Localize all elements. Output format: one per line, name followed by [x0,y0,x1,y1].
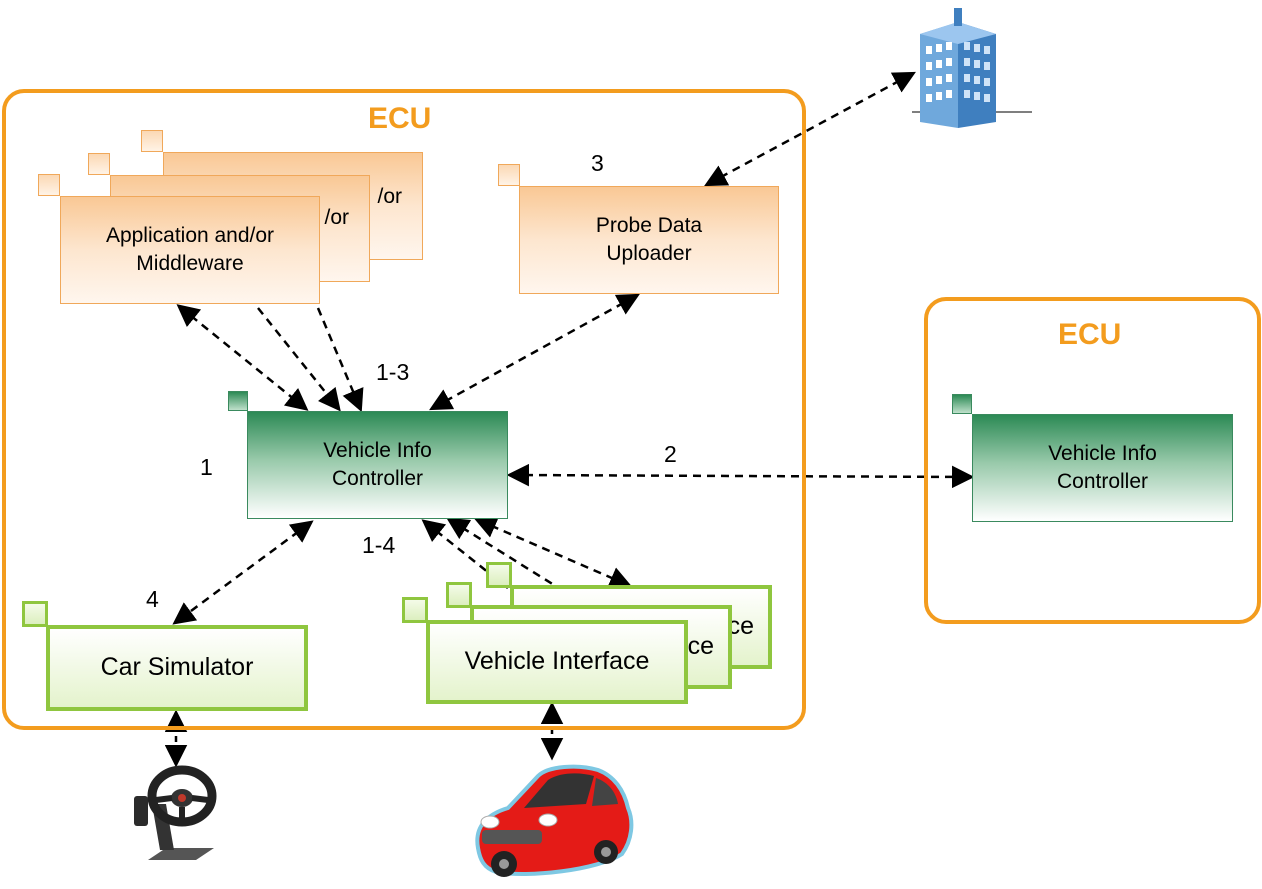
office-building-icon [912,8,1032,128]
connector-app-to-vic [176,304,309,411]
vehicle-info-controller-remote: Vehicle Info Controller [972,414,1233,522]
app-back1-tab [88,153,110,175]
connector-probe-to-server [704,71,916,187]
vi-front-tab [402,597,428,623]
app-middleware-label: Application and/or Middleware [105,223,275,275]
connector-vic-to-remote-vic [506,463,975,489]
app-back2-tab [141,130,163,152]
probe-data-uploader-box: Probe Data Uploader [519,186,779,294]
app-front-tab [38,174,60,196]
vi-back1-tab [446,582,472,608]
vehicle-interface-label: Vehicle Interface [464,647,650,676]
ecu-remote-title: ECU [1058,318,1122,351]
car-simulator-box: Car Simulator [46,625,308,711]
vic-remote-label: Vehicle Info Controller [1048,441,1157,493]
ecu-main-frame [2,89,806,730]
app-back1-label: /or [324,206,349,229]
car-simulator-label: Car Simulator [100,653,254,682]
connector-probe-to-vic [429,293,640,411]
vehicle-interface-box: Vehicle Interface [426,620,688,704]
edge-label-1-3: 1-3 [376,359,410,385]
car-sim-tab [22,601,48,627]
ecu-remote-frame [924,297,1261,624]
vic-main-label: Vehicle Info Controller [323,438,432,490]
vi-back1-label: ce [687,632,714,661]
vehicle-info-controller-main: Vehicle Info Controller [247,411,508,519]
vic-remote-tab [952,394,972,414]
edge-label-1: 1 [200,454,213,480]
edge-label-4: 4 [146,586,159,612]
edge-label-1-4: 1-4 [362,532,396,558]
edge-label-3: 3 [591,150,604,176]
steering-wheel-icon [134,765,217,860]
red-car-icon [475,764,634,877]
edge-label-2: 2 [664,441,677,467]
vic-main-tab [228,391,248,411]
connector-app-back2-to-vic [316,307,364,413]
connector-app-back1-to-vic [257,307,341,412]
app-middleware-box: Application and/or Middleware [60,196,320,304]
probe-data-uploader-label: Probe Data Uploader [595,213,703,265]
vi-back2-tab [486,562,512,588]
probe-tab [498,164,520,186]
ecu-main-title: ECU [368,102,432,135]
app-back2-label: /or [377,185,402,208]
